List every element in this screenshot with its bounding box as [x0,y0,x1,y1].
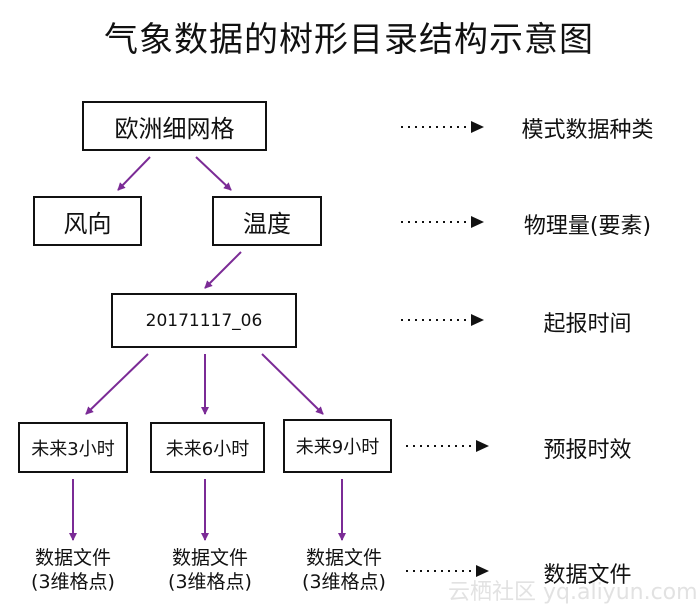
node-temperature-label: 温度 [243,209,291,238]
data-file-6h-line1: 数据文件 [171,547,248,569]
arrow-root-to-temp [195,156,232,191]
node-forecast-6h: 未来6小时 [150,422,265,473]
node-forecast-3h: 未来3小时 [18,422,128,473]
data-file-9h-line1: 数据文件 [305,547,382,569]
node-forecast-6h-label: 未来6小时 [165,438,250,460]
data-file-3h-line2: (3维格点) [31,571,115,593]
arrow-temp-to-date [204,251,242,289]
level-arrowhead-3 [471,314,484,326]
node-root: 欧洲细网格 [82,101,267,151]
arrow-root-to-wind [117,156,151,191]
level-arrowhead-1 [471,121,484,133]
arrow-date-to-f9 [261,353,324,415]
node-root-label: 欧洲细网格 [114,114,235,143]
node-init-time: 20171117_06 [111,293,297,348]
data-file-3h-line1: 数据文件 [34,547,111,569]
node-temperature: 温度 [212,196,322,246]
data-file-6h-line2: (3维格点) [168,571,252,593]
node-wind-label: 风向 [63,209,112,238]
node-init-time-label: 20171117_06 [145,310,263,331]
level-lead-time: 预报时效 [543,438,632,463]
level-init-time: 起报时间 [543,312,632,337]
data-file-9h: 数据文件 (3维格点) [284,546,404,594]
node-wind: 风向 [33,196,142,246]
diagram-title: 气象数据的树形目录结构示意图 [104,20,594,60]
watermark: 云栖社区 yq.aliyun.com [448,580,698,605]
level-arrowhead-5 [476,565,489,577]
data-file-3h: 数据文件 (3维格点) [13,546,133,594]
level-arrowhead-2 [471,216,484,228]
level-model-type: 模式数据种类 [521,118,654,143]
level-data-file: 数据文件 [543,563,632,588]
node-forecast-9h: 未来9小时 [283,419,392,473]
node-forecast-3h-label: 未来3小时 [31,438,115,460]
arrow-date-to-f3 [85,353,149,415]
level-arrowhead-4 [476,440,489,452]
data-file-9h-line2: (3维格点) [302,571,386,593]
data-file-6h: 数据文件 (3维格点) [150,546,270,594]
node-forecast-9h-label: 未来9小时 [295,437,380,458]
level-variable: 物理量(要素) [523,214,652,239]
